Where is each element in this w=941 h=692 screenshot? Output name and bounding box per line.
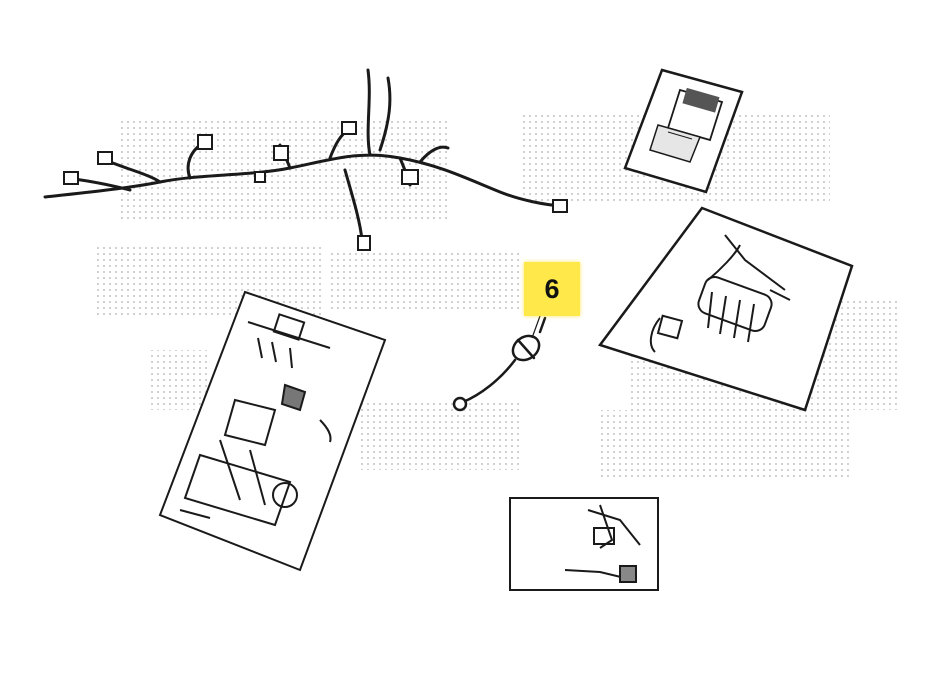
harness-connectors bbox=[63, 121, 568, 251]
coil-assembly-inset bbox=[597, 206, 854, 412]
callout-leader-line bbox=[531, 315, 541, 339]
key-switch-inset bbox=[509, 497, 659, 591]
part-callout-6[interactable]: 6 bbox=[524, 262, 580, 316]
latch-assembly-inset bbox=[158, 290, 387, 572]
switch-panel-inset bbox=[623, 68, 744, 194]
sensor-with-lead bbox=[452, 316, 547, 412]
